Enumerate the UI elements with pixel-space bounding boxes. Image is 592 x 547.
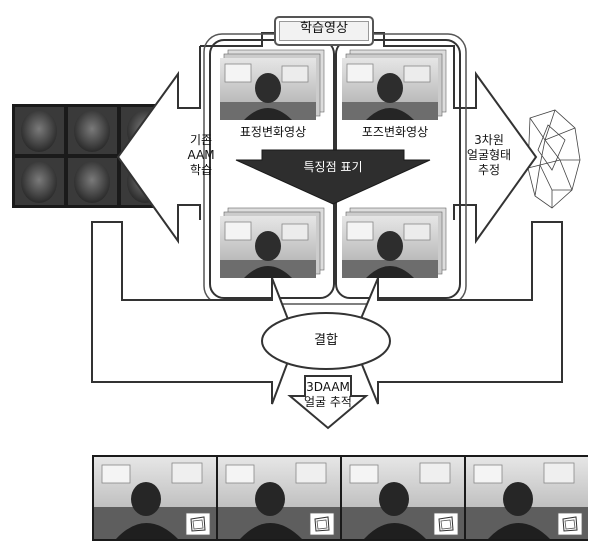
training-video-box bbox=[274, 16, 374, 46]
pose-video-stack-bottom bbox=[341, 207, 447, 279]
expression-video-label: 표정변화영상 bbox=[239, 125, 307, 139]
3daam-line-2: 얼굴 추적 bbox=[304, 395, 352, 409]
feature-marking-arrow bbox=[235, 149, 431, 205]
3d-face-mesh-image bbox=[527, 109, 581, 209]
3d-shape-line-2: 얼굴형태 bbox=[466, 148, 512, 162]
expression-video-stack-top bbox=[219, 49, 325, 121]
expression-video-stack-bottom bbox=[219, 207, 325, 279]
3d-shape-line-3: 추정 bbox=[477, 163, 501, 177]
3d-shape-line-1: 3차원 bbox=[474, 133, 504, 147]
legacy-aam-line-1: 기존 bbox=[189, 133, 213, 147]
legacy-aam-line-2: AAM bbox=[187, 148, 215, 162]
legacy-aam-line-3: 학습 bbox=[189, 163, 213, 177]
training-video-label: 학습영상 bbox=[300, 21, 348, 36]
3daam-line-1: 3DAAM bbox=[306, 380, 350, 394]
3daam-label: 3DAAM 얼굴 추적 bbox=[288, 380, 368, 410]
feature-marking-label: 특징점 표기 bbox=[303, 160, 363, 174]
3d-shape-label: 3차원 얼굴형태 추정 bbox=[456, 133, 522, 178]
tracking-result-strip-image bbox=[92, 455, 589, 541]
combine-ellipse bbox=[261, 312, 391, 370]
combine-label: 결합 bbox=[314, 333, 338, 348]
combine-flow bbox=[91, 221, 563, 430]
pose-video-label: 포즈변화영상 bbox=[361, 125, 429, 139]
pose-video-stack-top bbox=[341, 49, 447, 121]
legacy-aam-label: 기존 AAM 학습 bbox=[176, 133, 226, 178]
